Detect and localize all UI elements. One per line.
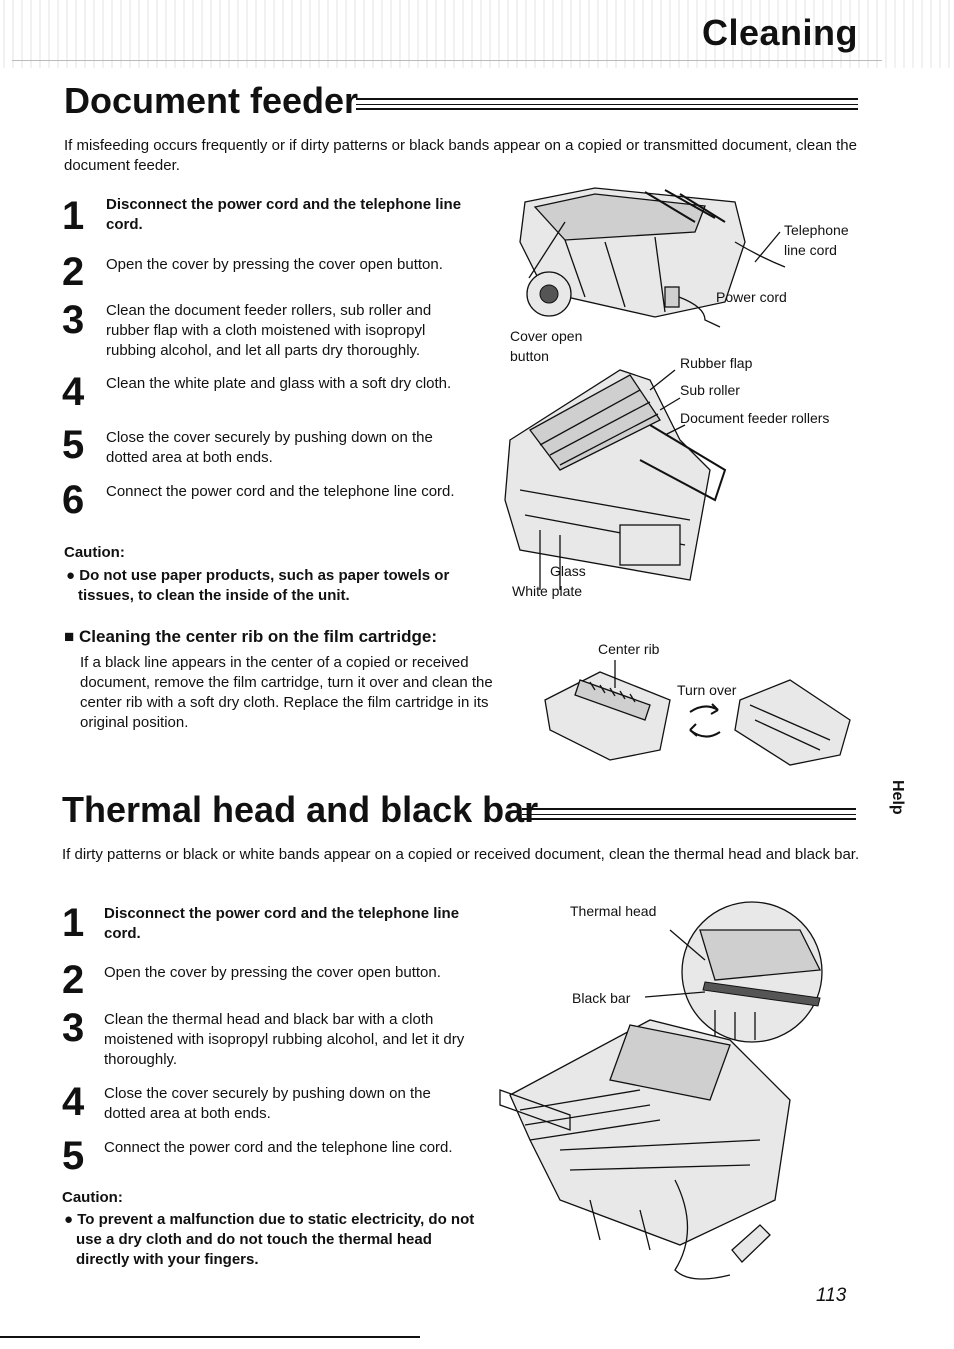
- center-rib-body: If a black line appears in the center of…: [80, 654, 493, 731]
- step-text: Clean the white plate and glass with a s…: [106, 375, 452, 392]
- section-title-thermal-head: Thermal head and black bar: [62, 789, 539, 830]
- step-number: 3: [62, 298, 85, 342]
- step-text: Connect the power cord and the telephone…: [104, 1139, 453, 1156]
- page-header-title: Cleaning: [701, 12, 858, 53]
- page-number: 113: [816, 1285, 847, 1306]
- label-black-bar: Black bar: [572, 990, 631, 1006]
- fax-machine-illustration: [519, 187, 786, 328]
- step-text: Open the cover by pressing the cover ope…: [106, 256, 443, 273]
- side-tab-help: Help: [889, 780, 906, 815]
- header-underline: [12, 60, 882, 61]
- label-cover-open-button: Cover open button: [510, 328, 583, 364]
- step-number: 3: [62, 1006, 85, 1050]
- step-text: Disconnect the power cord and the teleph…: [106, 196, 462, 233]
- step-text: Close the cover securely by pushing down…: [106, 429, 433, 466]
- step-number: 1: [62, 194, 85, 238]
- label-rubber-flap: Rubber flap: [680, 355, 753, 371]
- label-white-plate: White plate: [512, 583, 583, 599]
- subheading-center-rib: ■ Cleaning the center rib on the film ca…: [64, 627, 437, 646]
- caution-title: Caution:: [62, 1189, 123, 1206]
- step-text: Disconnect the power cord and the teleph…: [104, 905, 460, 942]
- document-feeder-intro: If misfeeding occurs frequently or if di…: [64, 137, 857, 174]
- step-text: Open the cover by pressing the cover ope…: [104, 964, 441, 981]
- step-number: 1: [62, 901, 85, 945]
- footer-rule: [0, 1336, 420, 1338]
- section-title-document-feeder: Document feeder: [64, 80, 359, 121]
- label-center-rib: Center rib: [598, 641, 660, 657]
- step-text: Clean the thermal head and black bar wit…: [104, 1011, 465, 1068]
- section-title-rule: [522, 808, 856, 820]
- step-number: 5: [62, 1134, 85, 1178]
- section-title-rule: [356, 98, 858, 110]
- label-turn-over: Turn over: [677, 682, 737, 698]
- label-power-cord: Power cord: [716, 289, 787, 305]
- thermal-head-illustration: [499, 901, 823, 1280]
- step-text: Connect the power cord and the telephone…: [106, 483, 455, 500]
- step-number: 5: [62, 423, 85, 467]
- step-text: Clean the document feeder rollers, sub r…: [106, 302, 432, 359]
- step-number: 2: [62, 250, 85, 294]
- step-number: 6: [62, 478, 85, 522]
- caution-title: Caution:: [64, 544, 125, 561]
- step-text: Close the cover securely by pushing down…: [104, 1085, 431, 1122]
- film-cartridge-illustration: [544, 660, 851, 766]
- thermal-head-intro: If dirty patterns or black or white band…: [62, 846, 860, 863]
- step-number: 4: [62, 1080, 85, 1124]
- label-sub-roller: Sub roller: [680, 382, 740, 398]
- label-document-feeder-rollers: Document feeder rollers: [680, 410, 830, 426]
- label-glass: Glass: [550, 563, 586, 579]
- header-band: [0, 0, 954, 68]
- step-number: 2: [62, 958, 85, 1002]
- step-number: 4: [62, 370, 85, 414]
- document-feeder-open-illustration: [504, 369, 727, 590]
- caution-item: ● To prevent a malfunction due to static…: [64, 1211, 475, 1268]
- caution-item: ● Do not use paper products, such as pap…: [66, 567, 450, 604]
- label-thermal-head: Thermal head: [570, 903, 657, 919]
- label-telephone-line-cord: Telephone line cord: [784, 222, 849, 258]
